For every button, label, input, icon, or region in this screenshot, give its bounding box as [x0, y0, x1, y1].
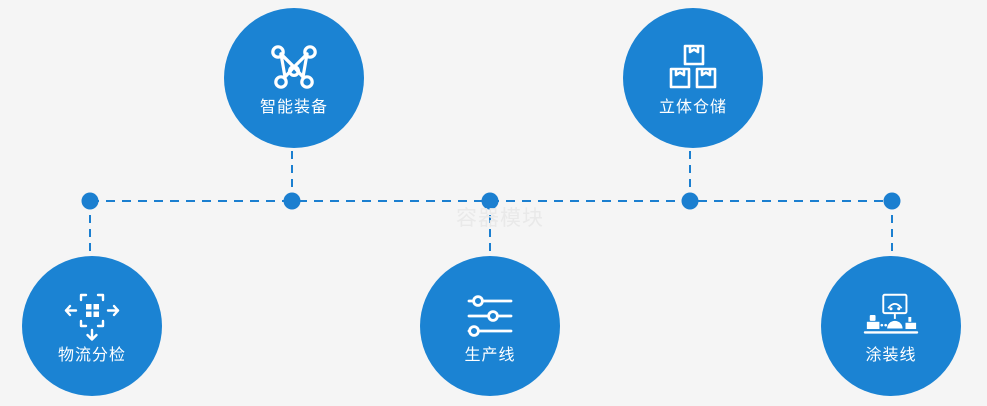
node-painting[interactable]: 涂装线: [821, 256, 961, 396]
node-label: 物流分检: [57, 347, 126, 364]
node-label: 智能装备: [259, 99, 328, 116]
node-production[interactable]: 生产线: [420, 256, 560, 396]
connector-dot-production[interactable]: [481, 192, 499, 210]
node-smart-equipment[interactable]: 智能装备: [224, 8, 364, 148]
node-label: 立体仓储: [658, 99, 727, 116]
connector-dot-sorting[interactable]: [81, 192, 99, 210]
stacked-boxes-icon: [665, 40, 721, 96]
watermark-text: 容器模块: [456, 207, 544, 230]
connector-dot-smart-equipment[interactable]: [283, 192, 301, 210]
sorting-arrows-icon: [64, 288, 120, 344]
paint-booth-icon: [863, 288, 919, 344]
connector-dot-warehouse[interactable]: [681, 192, 699, 210]
node-label: 生产线: [464, 347, 516, 364]
node-warehouse[interactable]: 立体仓储: [623, 8, 763, 148]
node-sorting[interactable]: 物流分检: [22, 256, 162, 396]
connector-dot-painting[interactable]: [883, 192, 901, 210]
node-label: 涂装线: [865, 347, 917, 364]
network-nodes-icon: [266, 40, 322, 96]
sliders-icon: [462, 288, 518, 344]
